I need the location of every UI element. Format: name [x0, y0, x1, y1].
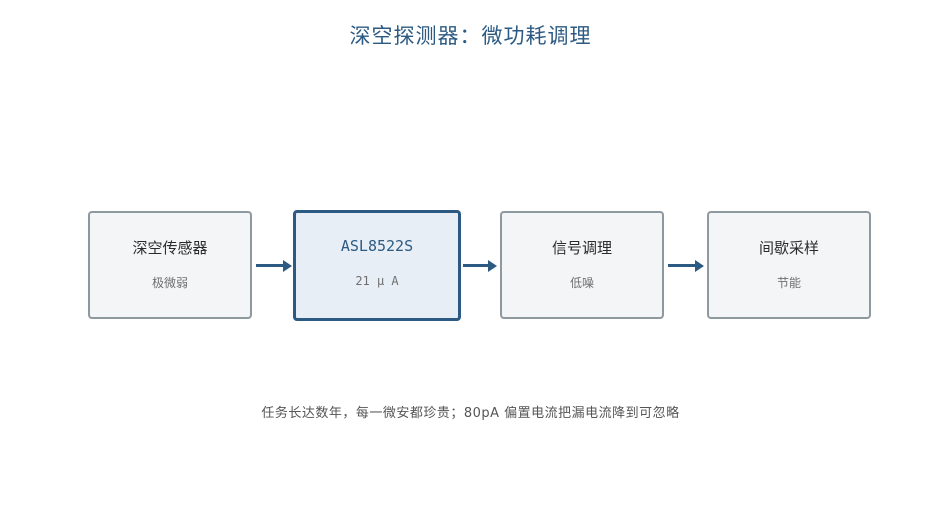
node-label: 深空传感器 [132, 239, 208, 257]
arrow-right-icon [256, 258, 292, 274]
arrow-right-icon [668, 258, 704, 274]
node-signal-conditioning: 信号调理 低噪 [500, 211, 664, 319]
node-intermittent-sampling: 间歇采样 节能 [707, 211, 871, 319]
node-label: 信号调理 [551, 239, 612, 257]
node-asl8522s: ASL8522S 21 μ A [293, 210, 461, 321]
node-label: 间歇采样 [758, 239, 819, 257]
node-sublabel: 极微弱 [151, 276, 188, 290]
node-sublabel: 低噪 [569, 276, 594, 290]
arrow-right-icon [463, 258, 497, 274]
footer-note: 任务长达数年，每一微安都珍贵；80pA 偏置电流把漏电流降到可忽略 [261, 406, 680, 421]
node-label: ASL8522S [340, 237, 414, 255]
node-sublabel: 节能 [776, 276, 801, 290]
node-sublabel: 21 μ A [355, 274, 399, 288]
diagram-title: 深空探测器：微功耗调理 [349, 24, 592, 48]
node-deep-space-sensor: 深空传感器 极微弱 [88, 211, 252, 319]
